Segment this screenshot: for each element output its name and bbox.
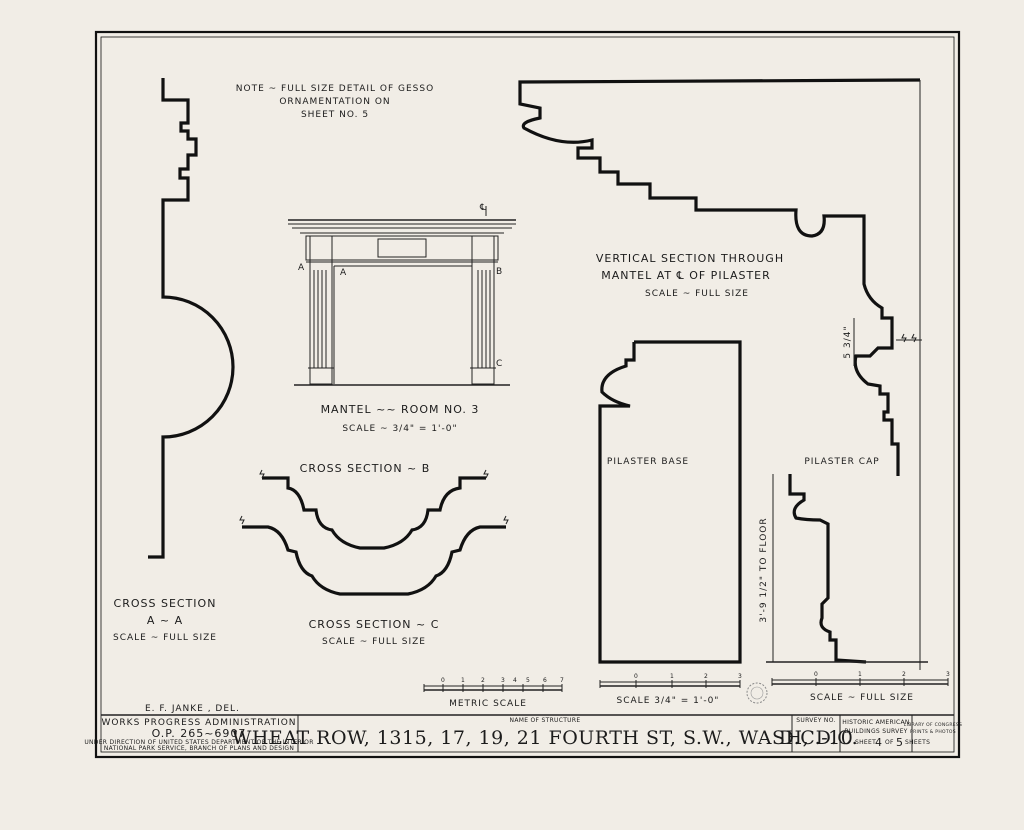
break-mark <box>239 515 509 525</box>
vertical-section-label: VERTICAL SECTION THROUGH MANTEL AT ℄ OF … <box>596 252 784 299</box>
full-tick: 0 <box>814 671 818 678</box>
cross-section-b-title: CROSS SECTION ~ B <box>300 462 431 475</box>
mantel-elevation <box>288 206 516 386</box>
svg-text:SCALE ~ 3/4" = 1'-0": SCALE ~ 3/4" = 1'-0" <box>342 424 457 434</box>
quarter-tick: 1 <box>670 673 674 680</box>
habs-line-2: BUILDINGS SURVEY <box>844 728 907 735</box>
metric-tick: 5 <box>526 677 530 684</box>
svg-text:MANTEL ~~ ROOM NO. 3: MANTEL ~~ ROOM NO. 3 <box>321 403 480 416</box>
metric-tick: 2 <box>481 677 485 684</box>
quarter-scale-label: SCALE 3/4" = 1'-0" <box>617 696 720 706</box>
sheet-total: 5 <box>896 736 904 749</box>
full-tick: 1 <box>858 671 862 678</box>
structure-name: WHEAT ROW, 1315, 17, 19, 21 FOURTH ST, S… <box>232 727 858 749</box>
svg-text:MANTEL AT ℄ OF PILASTER: MANTEL AT ℄ OF PILASTER <box>601 269 771 282</box>
dim-5-3-4: 5 3/4" <box>843 325 853 358</box>
of-word: OF <box>885 739 894 746</box>
full-scale-label: SCALE ~ FULL SIZE <box>810 693 914 703</box>
mantel-mark-b: B <box>496 267 503 277</box>
sheets-word: SHEETS <box>905 739 930 746</box>
full-tick: 2 <box>902 671 906 678</box>
survey-number: D.C.-10 <box>779 727 854 749</box>
cross-section-b-profile <box>262 476 486 550</box>
title-block <box>101 714 954 752</box>
sheet-number: 4 <box>875 736 883 749</box>
under-direction-1: UNDER DIRECTION OF UNITED STATES DEPARTM… <box>84 739 313 746</box>
pilaster-base-title: PILASTER BASE <box>607 457 689 467</box>
mantel-centerline: ℄ <box>479 203 487 213</box>
break-mark <box>259 469 489 479</box>
pilaster-base-profile <box>598 340 742 664</box>
outer-border <box>94 30 961 759</box>
mantel-label: MANTEL ~~ ROOM NO. 3 SCALE ~ 3/4" = 1'-0… <box>321 403 480 434</box>
gesso-note: NOTE ~ FULL SIZE DETAIL OF GESSO ORNAMEN… <box>236 84 434 120</box>
svg-text:ORNAMENTATION ON: ORNAMENTATION ON <box>279 97 390 107</box>
cross-section-c-label: CROSS SECTION ~ C SCALE ~ FULL SIZE <box>309 618 440 647</box>
svg-text:SCALE ~ FULL SIZE: SCALE ~ FULL SIZE <box>113 633 217 643</box>
library-stamp-inner <box>750 686 764 700</box>
svg-text:SHEET NO. 5: SHEET NO. 5 <box>301 110 369 120</box>
mantel-mark-a2: A <box>340 268 347 278</box>
inner-border <box>100 36 955 753</box>
metric-tick: 1 <box>461 677 465 684</box>
svg-text:A ~ A: A ~ A <box>147 614 183 627</box>
agency: WORKS PROGRESS ADMINISTRATION <box>101 718 296 728</box>
cross-section-c-profile <box>242 525 506 596</box>
under-direction-2: NATIONAL PARK SERVICE, BRANCH OF PLANS A… <box>104 745 294 752</box>
metric-tick: 4 <box>513 677 517 684</box>
quarter-tick: 3 <box>738 673 742 680</box>
svg-text:NOTE ~ FULL SIZE DETAIL OF GES: NOTE ~ FULL SIZE DETAIL OF GESSO <box>236 84 434 94</box>
metric-tick: 3 <box>501 677 505 684</box>
survey-no-label: SURVEY NO. <box>796 717 835 724</box>
metric-tick: 6 <box>543 677 547 684</box>
pilaster-cap-title: PILASTER CAP <box>804 457 879 467</box>
delineator: E. F. JANKE , DEL. <box>145 704 240 714</box>
habs-line-1: HISTORIC AMERICAN <box>842 719 909 726</box>
metric-scale-bar <box>423 684 563 692</box>
mantel-mark-a: A <box>298 263 305 273</box>
library-stamp <box>746 682 768 704</box>
cross-section-a-label: CROSS SECTION A ~ A SCALE ~ FULL SIZE <box>113 597 217 643</box>
full-scale-bar <box>771 678 949 686</box>
metric-scale-label: METRIC SCALE <box>449 699 527 709</box>
quarter-scale-bar <box>599 680 741 688</box>
quarter-tick: 0 <box>634 673 638 680</box>
svg-text:CROSS SECTION: CROSS SECTION <box>114 597 217 610</box>
svg-text:SCALE ~ FULL SIZE: SCALE ~ FULL SIZE <box>645 289 749 299</box>
op-number: O.P. 265~6907 <box>152 727 247 740</box>
loc-line-2: PRINTS & PHOTOS <box>910 729 956 735</box>
quarter-tick: 2 <box>704 673 708 680</box>
mantel-mark-c: C <box>496 359 503 369</box>
full-tick: 3 <box>946 671 950 678</box>
break-mark <box>896 333 922 343</box>
svg-text:SCALE ~ FULL SIZE: SCALE ~ FULL SIZE <box>322 637 426 647</box>
sheet-word: SHEET <box>855 739 876 746</box>
cross-section-a-profile <box>148 78 235 559</box>
loc-line-1: LIBRARY OF CONGRESS <box>904 722 962 728</box>
dim-to-floor: 3'-9 1/2" TO FLOOR <box>759 517 769 622</box>
vertical-section-profile <box>518 78 921 476</box>
metric-tick: 7 <box>560 677 564 684</box>
name-of-structure-label: NAME OF STRUCTURE <box>510 717 581 724</box>
svg-text:VERTICAL SECTION THROUGH: VERTICAL SECTION THROUGH <box>596 252 784 265</box>
metric-tick: 0 <box>441 677 445 684</box>
pilaster-cap-profile <box>788 474 867 664</box>
svg-text:CROSS SECTION ~ C: CROSS SECTION ~ C <box>309 618 440 631</box>
